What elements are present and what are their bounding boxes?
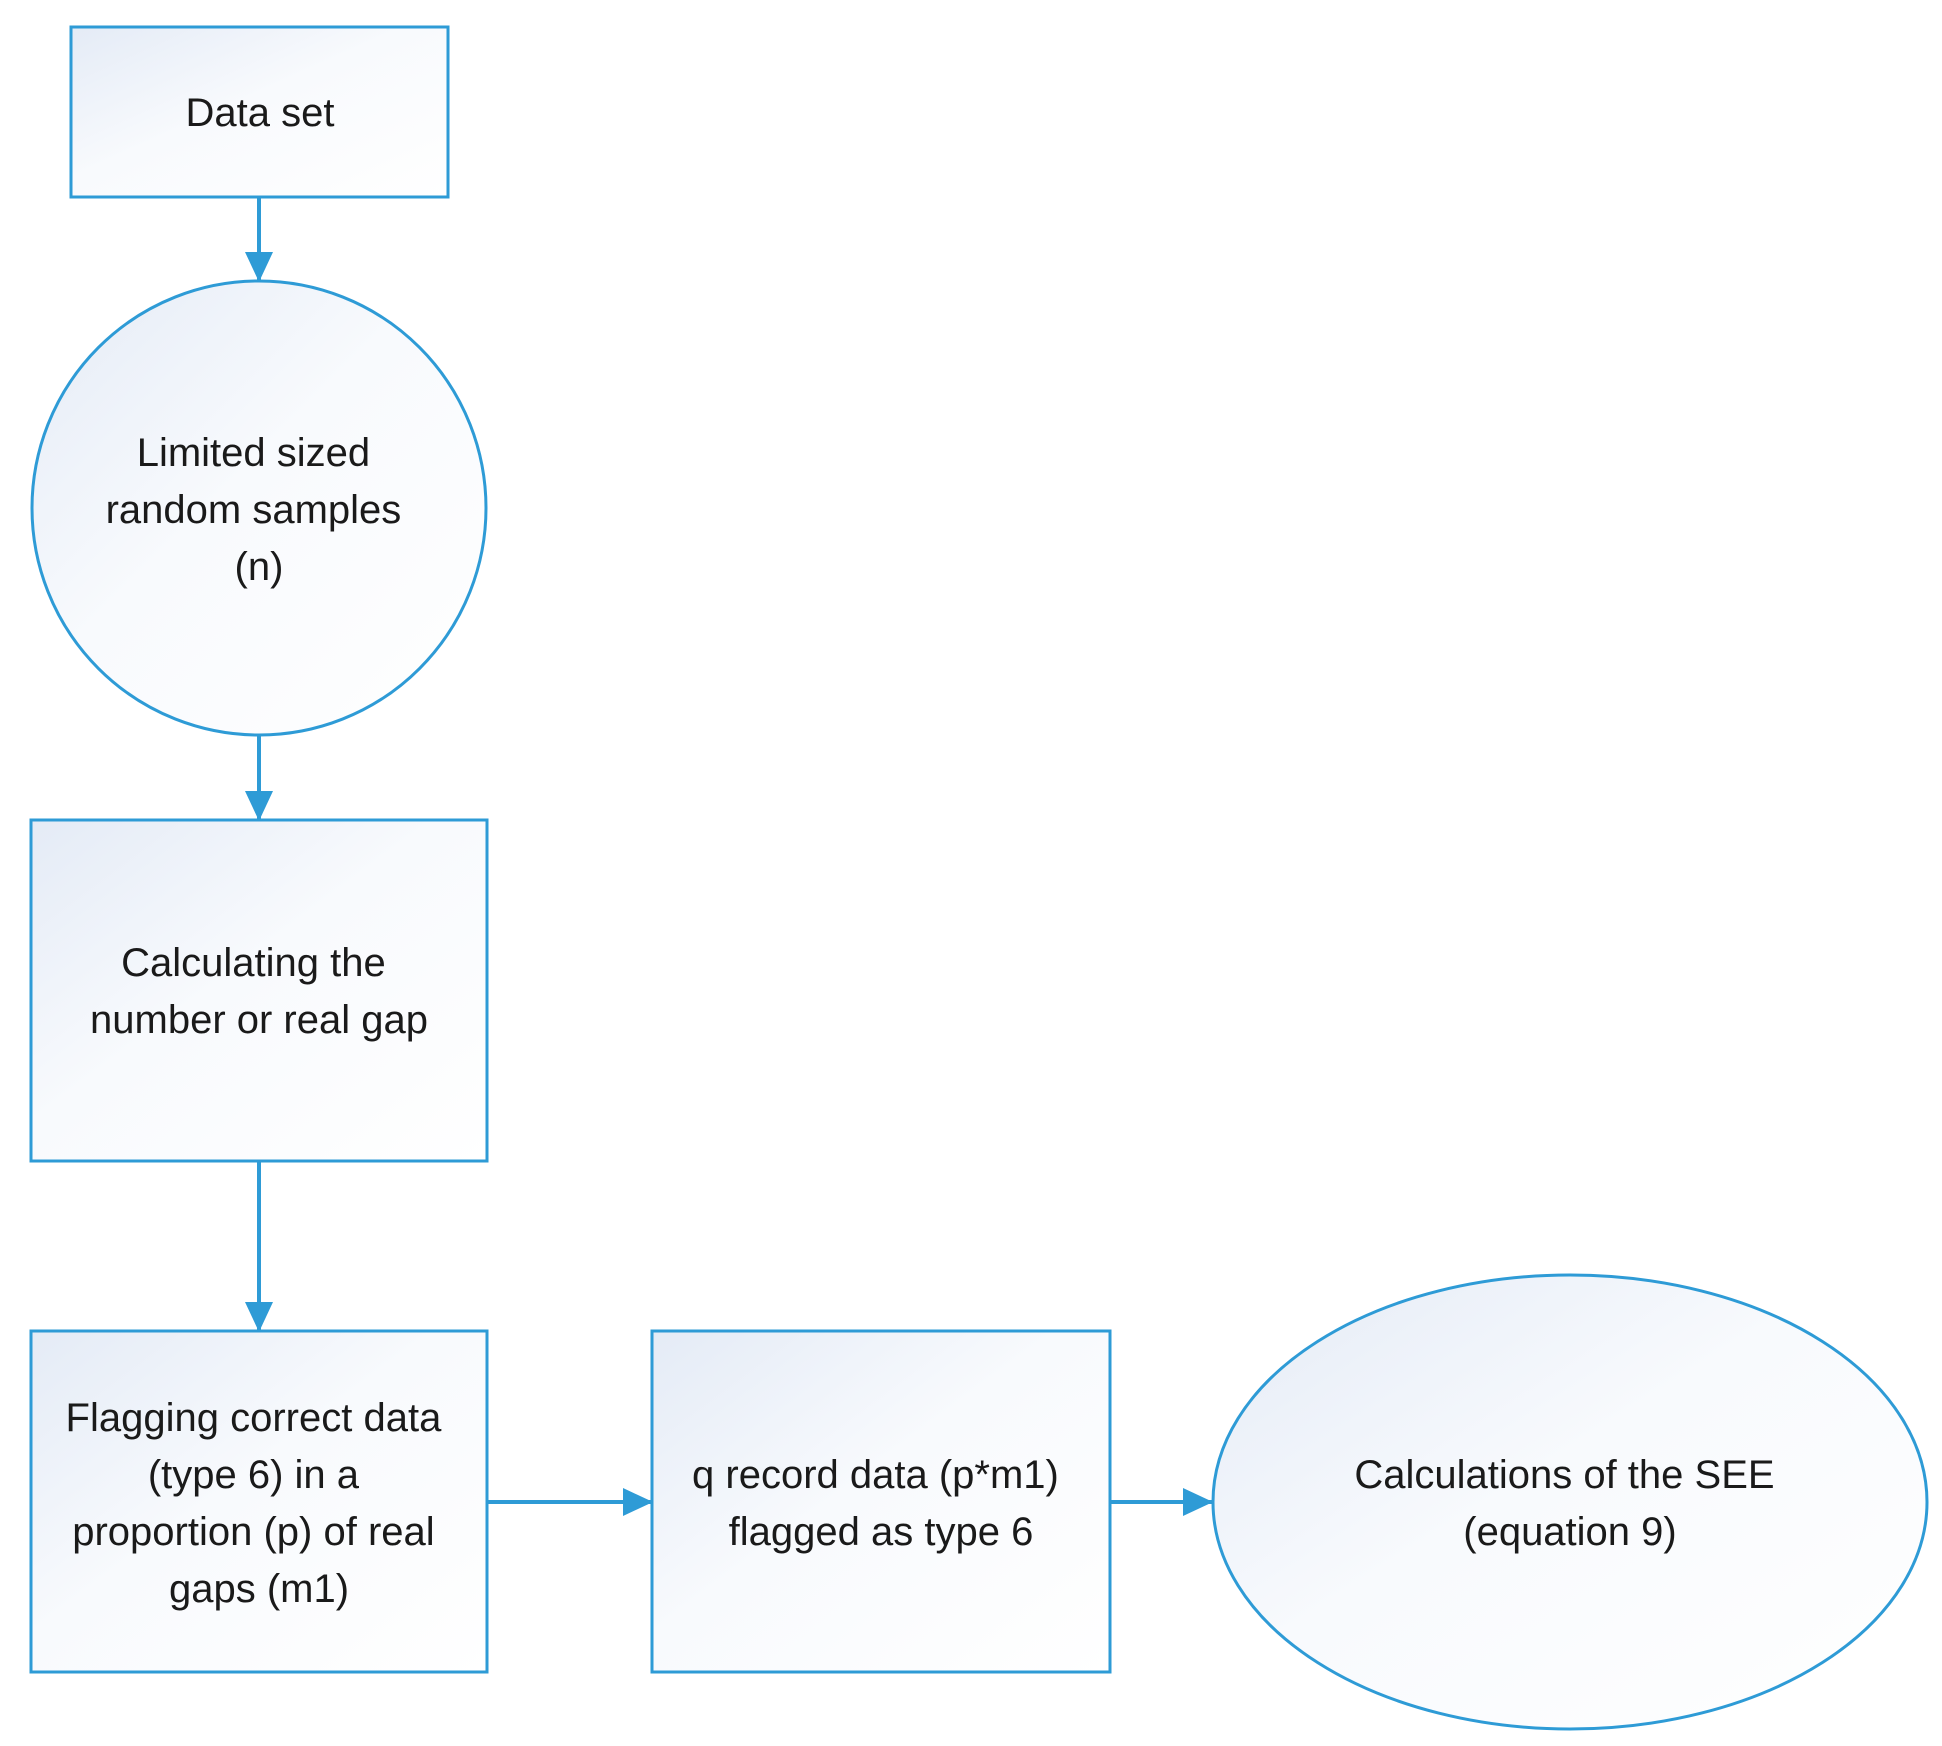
data-set-label: Data set <box>186 91 335 135</box>
calculating-gap-box <box>29 818 489 1163</box>
see-calculation-ellipse <box>1211 1273 1929 1731</box>
node-see-calculation: Calculations of the SEE (equation 9) <box>1211 1273 1929 1731</box>
data-set-box <box>69 25 450 199</box>
node-calculating-gap: Calculating the number or real gap <box>29 818 489 1163</box>
node-q-record: q record data (p*m1) flagged as type 6 <box>650 1329 1112 1674</box>
q-record-label: q record data (p*m1) flagged as type 6 <box>692 1453 1070 1554</box>
connectors <box>245 197 1213 1516</box>
flagging-label: Flagging correct data (type 6) in a prop… <box>66 1396 453 1611</box>
random-samples-circle <box>30 279 488 737</box>
see-calculation-label: Calculations of the SEE (equation 9) <box>1354 1453 1785 1554</box>
flagging-box <box>29 1329 489 1674</box>
random-samples-label: Limited sized random samples (n) <box>106 431 413 589</box>
node-random-samples: Limited sized random samples (n) <box>30 279 488 737</box>
q-record-box <box>650 1329 1112 1674</box>
node-flagging: Flagging correct data (type 6) in a prop… <box>29 1329 489 1674</box>
calculating-gap-label: Calculating the number or real gap <box>90 941 428 1042</box>
node-data-set: Data set <box>69 25 450 199</box>
